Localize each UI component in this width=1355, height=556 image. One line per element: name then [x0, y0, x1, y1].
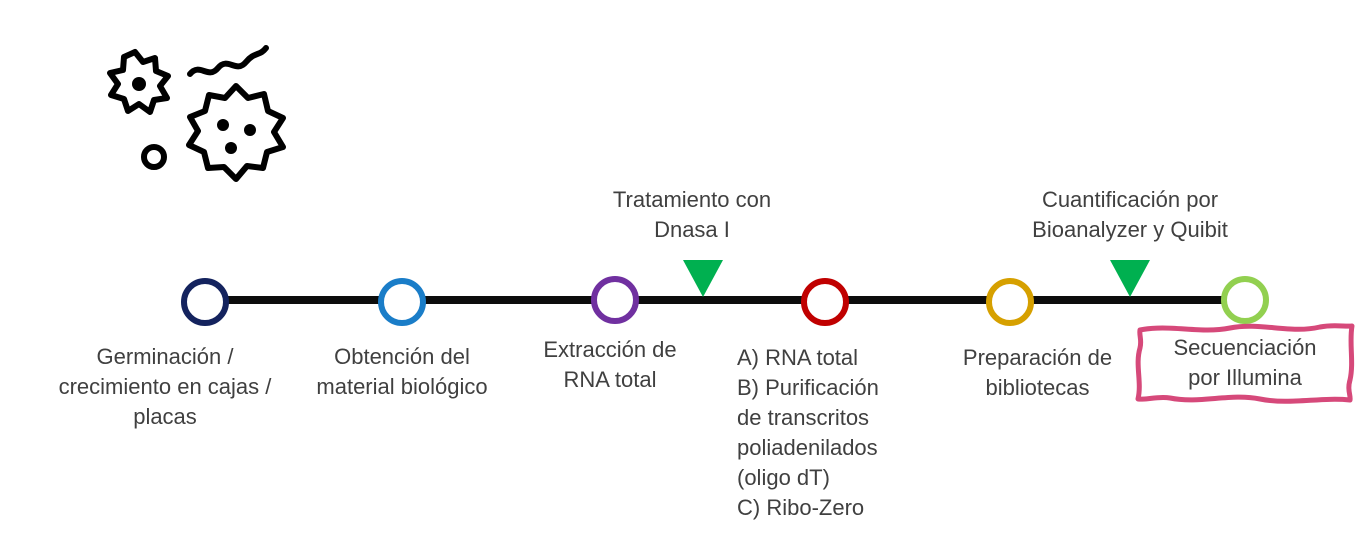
step-label-rna-processing: A) RNA total B) Purificación de transcri… — [737, 345, 879, 520]
step-label-library-prep: Preparación de bibliotecas — [962, 345, 1113, 400]
node-library-prep — [986, 278, 1034, 326]
step-label-germination: Germinación / crecimiento en cajas / pla… — [58, 344, 272, 429]
step-label-biological-material: Obtención del material biológico — [316, 344, 488, 399]
dnase-marker — [683, 260, 723, 297]
sequencing-highlight-frame — [1135, 323, 1355, 404]
step-label-sequencing: Secuenciación por Illumina — [1173, 335, 1317, 390]
node-rna-extraction — [591, 276, 639, 324]
node-germination — [181, 278, 229, 326]
microorganisms-icon — [107, 45, 286, 182]
quantification-label: Cuantificación por Bioanalyzer y Quibit — [1032, 187, 1228, 242]
dnase-treatment-label: Tratamiento con Dnasa I — [612, 187, 772, 242]
quantification-marker — [1110, 260, 1150, 297]
node-rna-processing — [801, 278, 849, 326]
node-biological-material — [378, 278, 426, 326]
step-label-rna-extraction: Extracción de RNA total — [543, 337, 677, 392]
node-sequencing — [1221, 276, 1269, 324]
